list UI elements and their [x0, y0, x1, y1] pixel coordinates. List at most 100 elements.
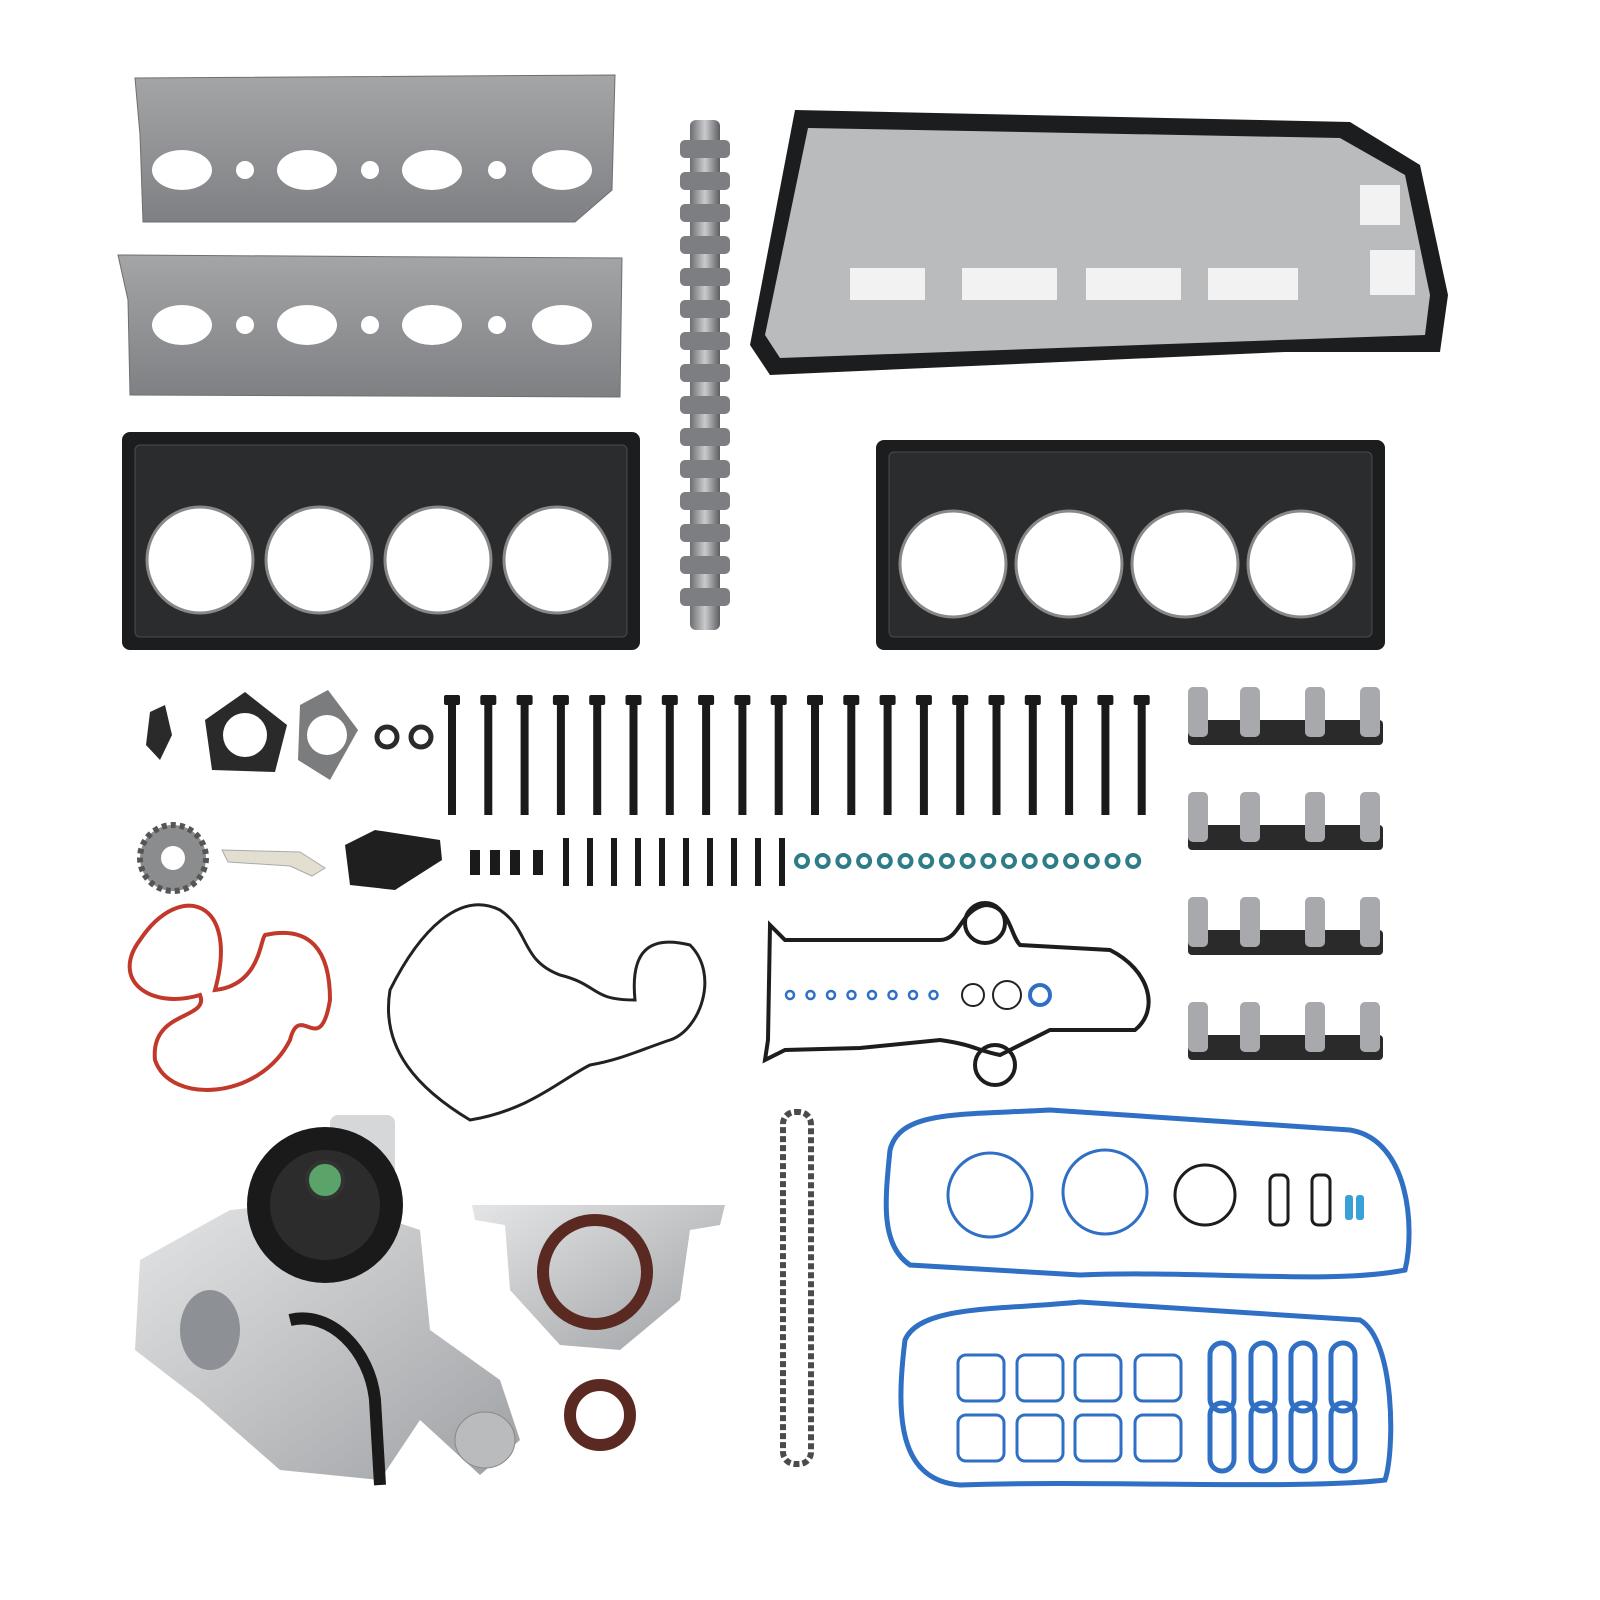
port-hole: [152, 305, 212, 345]
o-ring: [959, 853, 976, 869]
o-ring-black: [961, 983, 985, 1007]
o-ring: [1042, 853, 1059, 869]
bolt-head: [1061, 695, 1078, 705]
timing-cover-gasket: [387, 903, 707, 1122]
bolt-head: [952, 695, 969, 705]
bolt-head: [1097, 695, 1114, 705]
figure-eight-seal: [1328, 1340, 1358, 1414]
head-bolt: [593, 700, 602, 815]
head-bolt: [702, 700, 711, 815]
cylinder-bore: [898, 509, 1008, 619]
medium-bolt: [755, 838, 761, 886]
cam-lobe: [680, 364, 730, 382]
bolt-head: [843, 695, 860, 705]
head-bolt: [1028, 700, 1037, 815]
medium-bolt: [659, 838, 665, 886]
lifter-tray: [1188, 825, 1383, 850]
lifter-tray: [1188, 720, 1383, 745]
bolt-head: [516, 695, 533, 705]
cylinder-bore: [1130, 509, 1240, 619]
exhaust-manifold-gasket-2: [117, 254, 623, 398]
lifter-tray: [1188, 930, 1383, 955]
lifter: [1305, 1002, 1325, 1052]
medium-bolt: [635, 838, 641, 886]
water-pump: [135, 1115, 520, 1486]
lifter: [1188, 1002, 1208, 1052]
cylinder-bore: [383, 505, 493, 615]
small-o-ring: [805, 989, 816, 1001]
cylinder-head-gasket-left: [122, 432, 640, 650]
medium-bolt: [587, 838, 593, 886]
camshaft: [680, 120, 730, 630]
cylinder-bore: [1014, 509, 1124, 619]
intake-port-seal: [1015, 1353, 1065, 1403]
oil-pan-gasket: [750, 110, 1448, 375]
intake-port-seal: [1133, 1413, 1183, 1463]
bolt-hole: [236, 161, 254, 179]
figure-eight-seal: [1288, 1340, 1318, 1414]
head-bolt: [847, 700, 856, 815]
short-bolt: [510, 850, 520, 875]
cam-lobe: [680, 492, 730, 510]
bolt-head: [807, 695, 823, 705]
small-o-ring: [907, 989, 919, 1001]
head-bolt: [520, 700, 529, 815]
bolt-head: [734, 695, 751, 705]
front-crank-seal: [564, 1379, 636, 1451]
o-ring: [814, 853, 831, 869]
head-bolt: [956, 700, 965, 815]
head-bolt: [811, 700, 819, 815]
bolt-hole: [361, 161, 379, 179]
bolt-head: [879, 695, 896, 705]
bolt-head: [444, 695, 460, 705]
cam-lobe: [680, 556, 730, 574]
head-bolt: [1137, 700, 1146, 815]
head-bolt: [1101, 700, 1110, 815]
bolt-hole: [488, 161, 506, 179]
small-o-ring: [846, 989, 857, 1001]
intake-port-seal: [1015, 1413, 1065, 1463]
o-ring: [1021, 853, 1038, 869]
short-bolts: [470, 838, 785, 886]
red-gasket: [127, 903, 333, 1092]
medium-bolt: [731, 838, 737, 886]
medium-bolt: [779, 838, 785, 886]
lifter: [1360, 792, 1380, 842]
cylinder-bore: [1246, 509, 1356, 619]
small-o-ring: [928, 989, 939, 1001]
head-bolt: [629, 700, 638, 815]
small-o-ring: [887, 989, 898, 1001]
figure-eight-seal: [1248, 1340, 1278, 1414]
lifter: [1240, 792, 1260, 842]
cylinder-head-gasket-right: [876, 440, 1385, 650]
bolt-head: [625, 695, 642, 705]
figure-eight-seal: [1248, 1400, 1278, 1474]
lifter: [1188, 792, 1208, 842]
small-o-ring: [784, 989, 796, 1001]
exhaust-manifold-gasket-1: [134, 74, 616, 223]
small-gaskets: [146, 690, 434, 780]
cam-lobe: [680, 140, 730, 158]
cam-lobe: [680, 204, 730, 222]
cam-lobe: [680, 268, 730, 286]
figure-eight-seal: [1328, 1400, 1358, 1474]
head-bolt: [484, 700, 493, 815]
medium-bolt: [563, 838, 569, 886]
bolt-head: [770, 695, 787, 705]
head-bolts-long: [444, 695, 1150, 815]
lifter-tray: [1188, 1035, 1383, 1060]
cam-lobe: [680, 236, 730, 254]
cam-lobe: [680, 524, 730, 542]
cylinder-bore: [502, 505, 612, 615]
cam-lobe: [680, 588, 730, 606]
intake-gasket-set-upper: [883, 1107, 1412, 1280]
o-ring: [856, 853, 873, 869]
cam-lobe: [680, 460, 730, 478]
lifter: [1360, 687, 1380, 737]
port-hole: [402, 305, 462, 345]
head-bolt: [883, 700, 892, 815]
o-ring-blue: [1028, 983, 1052, 1007]
o-ring-black: [992, 980, 1022, 1010]
o-ring: [835, 853, 852, 869]
